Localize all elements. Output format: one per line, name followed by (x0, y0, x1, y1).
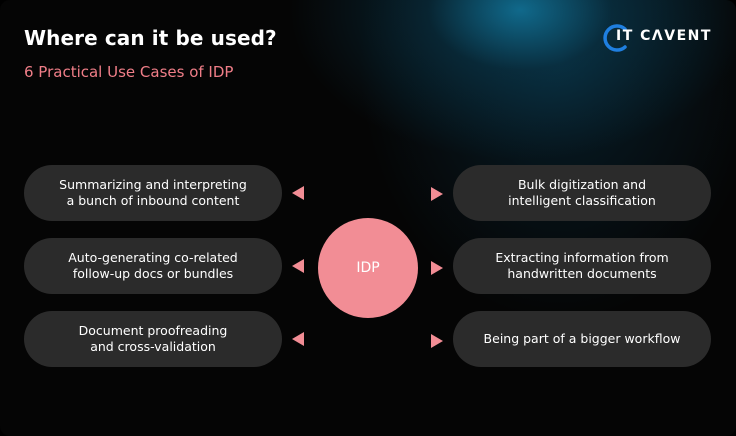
hub-label: IDP (356, 260, 380, 276)
use-case-extracting-handwritten: Extracting information from handwritten … (453, 238, 711, 294)
use-case-label: Bulk digitization and intelligent classi… (508, 177, 656, 208)
use-case-auto-generating: Auto-generating co-related follow-up doc… (24, 238, 282, 294)
idp-hub: IDP (318, 218, 418, 318)
use-case-label: Summarizing and interpreting a bunch of … (59, 177, 247, 208)
logo-name: CΛVENT (640, 28, 712, 44)
use-case-proofreading: Document proofreading and cross-validati… (24, 311, 282, 367)
use-case-workflow: Being part of a bigger workflow (453, 311, 711, 367)
use-case-label: Auto-generating co-related follow-up doc… (68, 250, 238, 281)
logo-prefix: IT (616, 28, 634, 44)
triangle-left-icon (292, 186, 304, 200)
triangle-right-icon (431, 334, 443, 348)
triangle-right-icon (431, 187, 443, 201)
logo: IT CΛVENT (603, 24, 715, 52)
use-case-summarizing: Summarizing and interpreting a bunch of … (24, 165, 282, 221)
logo-ring-icon (603, 24, 627, 52)
page-subtitle: 6 Practical Use Cases of IDP (24, 63, 234, 81)
page-title: Where can it be used? (24, 26, 277, 50)
triangle-left-icon (292, 332, 304, 346)
use-case-label: Document proofreading and cross-validati… (78, 323, 228, 354)
use-case-label: Being part of a bigger workflow (483, 331, 681, 346)
use-case-label: Extracting information from handwritten … (495, 250, 669, 281)
triangle-left-icon (292, 259, 304, 273)
use-case-bulk-digitization: Bulk digitization and intelligent classi… (453, 165, 711, 221)
logo-text: IT CΛVENT (616, 28, 712, 44)
triangle-right-icon (431, 261, 443, 275)
